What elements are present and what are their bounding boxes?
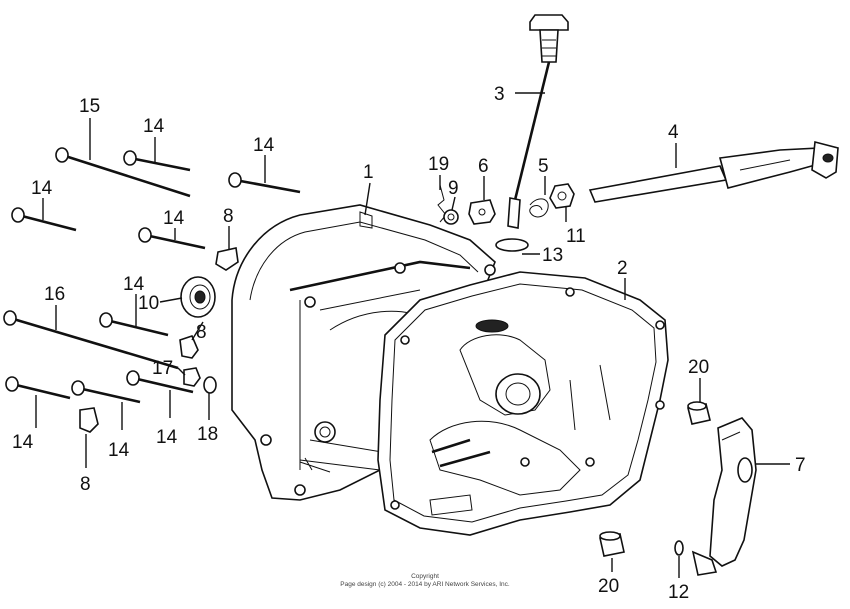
- oil-seal: [180, 276, 216, 318]
- callout-16: 16: [44, 284, 65, 305]
- callouts: 1 2 3 4 5 6 7 8 8 8 9 10 11 12 13 14 14 …: [12, 84, 806, 603]
- washer-18: [203, 376, 217, 394]
- callout-14-h: 14: [156, 427, 178, 448]
- nut-17: [183, 367, 201, 387]
- callout-14-f: 14: [12, 432, 34, 453]
- callout-14-d: 14: [163, 208, 185, 229]
- dowel-pin-upper: [687, 401, 711, 425]
- copyright-line-1: Copyright: [411, 573, 439, 580]
- callout-8-middle: 8: [196, 322, 207, 343]
- callout-14-b: 14: [253, 135, 275, 156]
- callout-11: 11: [566, 226, 586, 247]
- copyright-line-2: Page design (c) 2004 - 2014 by ARI Netwo…: [340, 581, 510, 588]
- clamp-middle: [179, 335, 199, 359]
- callout-2: 2: [617, 258, 628, 279]
- callout-14-c: 14: [31, 178, 53, 199]
- callout-14-g: 14: [108, 440, 130, 461]
- callout-8-lower: 8: [80, 474, 91, 495]
- callout-14-a: 14: [143, 116, 165, 137]
- oil-level-gauge: [507, 14, 569, 229]
- o-ring: [495, 238, 529, 252]
- callout-17: 17: [152, 358, 173, 379]
- callout-5: 5: [538, 156, 549, 177]
- callout-4: 4: [668, 122, 679, 143]
- kick-starter-spindle: [588, 140, 839, 203]
- callout-9: 9: [448, 178, 459, 199]
- callout-20-lower: 20: [598, 576, 619, 597]
- washer-12: [674, 540, 684, 556]
- callout-10: 10: [138, 293, 159, 314]
- callout-13: 13: [542, 245, 563, 266]
- callout-14-e: 14: [123, 274, 145, 295]
- callout-3: 3: [494, 84, 505, 105]
- leader-lines: [35, 92, 790, 578]
- crankcase-cover: [231, 204, 496, 501]
- callout-1: 1: [363, 162, 374, 183]
- callout-6: 6: [478, 156, 489, 177]
- callout-20-upper: 20: [688, 357, 709, 378]
- clamp-lower: [79, 407, 99, 433]
- clamp-upper: [215, 247, 239, 271]
- callout-7: 7: [795, 455, 806, 476]
- callout-15: 15: [79, 96, 100, 117]
- bolts: [3, 147, 301, 404]
- callout-8-upper: 8: [223, 206, 234, 227]
- callout-19: 19: [428, 154, 449, 175]
- crankcase-internals: [429, 319, 611, 516]
- dowel-pin-lower: [599, 531, 625, 557]
- shift-arm: [691, 417, 757, 576]
- callout-12: 12: [668, 582, 689, 603]
- small-parts-top: [437, 183, 575, 225]
- callout-18: 18: [197, 424, 218, 445]
